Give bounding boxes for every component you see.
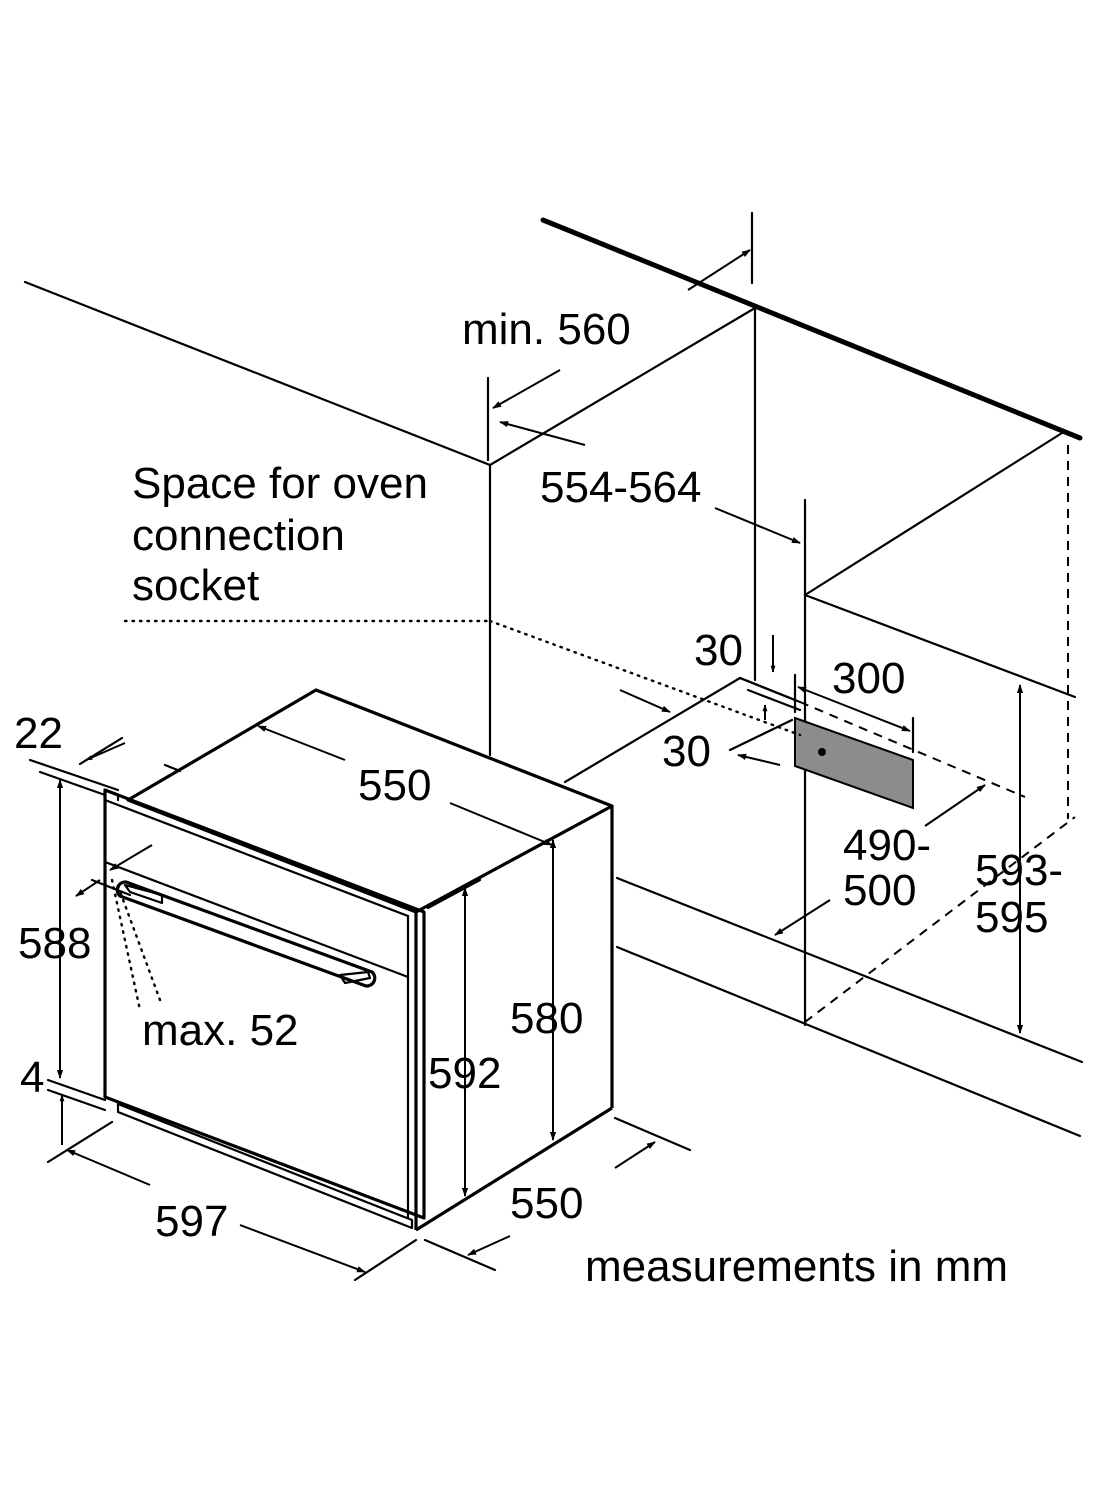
label-min-560: min. 560 [462,305,631,354]
label-30-mid: 30 [662,727,711,776]
label-588: 588 [18,919,91,968]
label-30-top: 30 [694,626,743,675]
label-space-line3: socket [132,561,259,610]
label-units: measurements in mm [585,1242,1008,1291]
label-550-top: 550 [358,761,431,810]
label-300: 300 [832,654,905,703]
label-490: 490- [843,821,931,870]
label-500: 500 [843,866,916,915]
label-595: 595 [975,893,1048,942]
label-554-564: 554-564 [540,463,701,512]
oven-handle [115,880,377,988]
label-597: 597 [155,1197,228,1246]
label-550-bottom: 550 [510,1179,583,1228]
dimension-lines [28,249,1070,1282]
label-space-line2: connection [132,511,345,560]
dimension-labels: min. 560 554-564 Space for oven connecti… [14,305,1063,1291]
label-space-line1: Space for oven [132,459,428,508]
label-4: 4 [20,1053,44,1102]
label-593: 593- [975,846,1063,895]
socket-area [123,619,914,810]
label-max-52: max. 52 [142,1006,299,1055]
label-22: 22 [14,709,63,758]
label-592: 592 [428,1049,501,1098]
oven-body [103,688,614,1232]
label-580: 580 [510,994,583,1043]
